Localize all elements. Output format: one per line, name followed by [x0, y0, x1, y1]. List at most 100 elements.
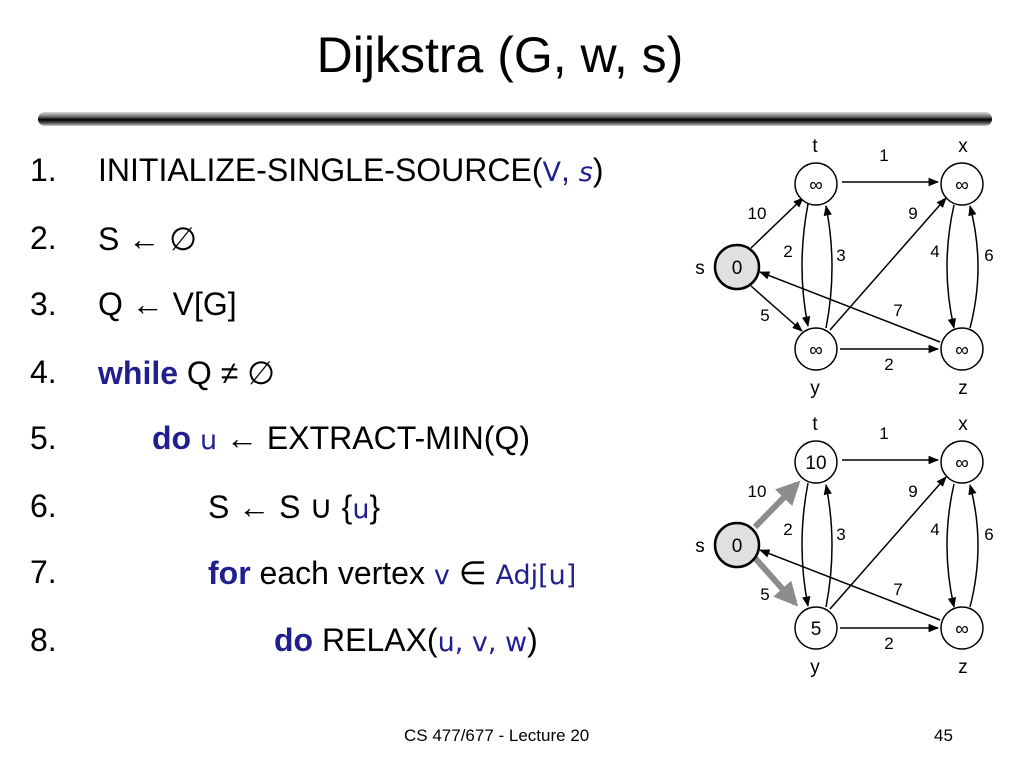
weight-label: 4	[930, 242, 939, 261]
node-z	[940, 327, 984, 371]
code-text: S ← S ∪ {u}	[208, 488, 380, 526]
code-text: INITIALIZE-SINGLE-SOURCE(V, s)	[98, 152, 604, 189]
code-var: v	[433, 560, 450, 591]
edge-s-t-highlighted	[752, 480, 801, 530]
code-fragment: ← EXTRACT-MIN(Q)	[217, 420, 530, 456]
edge-y-t	[823, 204, 833, 329]
node-t	[794, 162, 838, 206]
node-y-value: ∞	[809, 340, 823, 361]
code-fragment: S ← S ∪ {	[208, 489, 353, 525]
keyword-while: while	[98, 355, 179, 391]
node-s	[713, 243, 761, 291]
node-y-value: 5	[811, 619, 822, 640]
weight-label: 5	[760, 306, 769, 325]
keyword-do: do	[152, 420, 192, 456]
weight-label: 5	[760, 585, 769, 604]
node-z-value: ∞	[955, 340, 969, 361]
node-label-t: t	[812, 136, 818, 157]
code-fragment: Q ← V[G]	[98, 286, 237, 322]
node-x	[940, 440, 984, 484]
code-fragment: RELAX(	[313, 622, 438, 658]
code-fragment: ,	[560, 152, 579, 188]
edge-z-s	[759, 271, 941, 343]
keyword-for: for	[208, 555, 251, 591]
weight-label: 4	[930, 520, 939, 539]
edge-s-y	[750, 285, 803, 332]
weight-label: 2	[783, 520, 792, 539]
code-var: u, v, w	[437, 627, 528, 658]
code-fragment: ∈	[449, 555, 496, 591]
node-label-y: y	[810, 657, 820, 678]
node-label-x: x	[958, 414, 968, 435]
node-x	[940, 162, 984, 206]
edge-s-t	[750, 197, 804, 249]
weight-label: 2	[884, 355, 893, 374]
edge-s-y-highlighted	[752, 556, 799, 607]
keyword-do: do	[274, 622, 314, 658]
node-s-value: 0	[732, 258, 743, 279]
code-fragment: Q ≠ ∅	[178, 355, 276, 391]
edge-y-t	[823, 483, 833, 608]
code-fragment: INITIALIZE-SINGLE-SOURCE(	[98, 152, 543, 188]
line-number: 8.	[30, 622, 57, 658]
node-t-value: ∞	[809, 175, 823, 196]
edge-z-x	[968, 204, 979, 329]
weight-label: 6	[984, 246, 993, 265]
node-label-s: s	[695, 536, 705, 557]
weight-label: 6	[984, 525, 993, 544]
edge-t-y	[801, 482, 811, 608]
node-x-value: ∞	[955, 453, 969, 474]
weight-label: 7	[893, 301, 902, 320]
code-var: s	[578, 157, 593, 188]
title-divider	[38, 112, 992, 126]
node-z	[940, 606, 984, 650]
node-y	[794, 606, 838, 650]
weight-label: 10	[748, 482, 767, 501]
weight-label: 2	[884, 634, 893, 653]
node-t	[794, 440, 838, 484]
code-text: do RELAX(u, v, w)	[274, 622, 538, 659]
weight-label: 3	[836, 246, 845, 265]
graph-after-first-iteration: 1 10 9 2 3 4 6 5 7 2 10 ∞ 0 5 ∞ t x s y	[695, 414, 993, 678]
code-fragment: each vertex	[250, 555, 434, 591]
edge-y-x	[829, 476, 947, 610]
code-text: for each vertex v ∈ Adj[u]	[208, 554, 576, 592]
code-fragment: S ← ∅	[98, 221, 197, 257]
node-y	[794, 327, 838, 371]
edge-z-s	[759, 549, 941, 621]
code-fragment: }	[369, 489, 381, 525]
edge-y-x	[829, 197, 947, 331]
node-label-z: z	[958, 657, 968, 678]
weight-label: 1	[879, 146, 888, 165]
line-number: 2.	[30, 220, 57, 256]
slide-title: Dijkstra (G, w, s)	[316, 27, 684, 83]
code-var: V	[542, 157, 561, 188]
line-number: 1.	[30, 152, 57, 188]
weight-label: 9	[908, 204, 917, 223]
node-label-y: y	[810, 378, 820, 399]
edge-x-z	[946, 483, 957, 609]
code-var: u	[352, 494, 370, 525]
line-number: 5.	[30, 420, 57, 456]
code-var: Adj[u]	[495, 560, 577, 591]
graph-initial: 1 10 9 2 3 4 6 5 7 2 ∞ ∞ 0 ∞ ∞ t x s y	[695, 136, 993, 399]
node-s-value: 0	[732, 536, 743, 557]
code-text: do u ← EXTRACT-MIN(Q)	[152, 420, 530, 457]
weight-label: 9	[908, 482, 917, 501]
code-fragment: )	[527, 622, 538, 658]
weight-label: 1	[879, 424, 888, 443]
node-x-value: ∞	[955, 175, 969, 196]
code-text: while Q ≠ ∅	[98, 354, 275, 392]
weight-label: 3	[836, 525, 845, 544]
node-label-x: x	[958, 136, 968, 157]
node-label-z: z	[958, 378, 968, 399]
edge-t-y	[801, 203, 811, 328]
line-number: 3.	[30, 286, 57, 322]
node-label-t: t	[812, 414, 818, 435]
line-number: 7.	[30, 554, 57, 590]
weight-label: 10	[748, 204, 767, 223]
weight-label: 2	[783, 242, 792, 261]
footer-course: CS 477/677 - Lecture 20	[404, 726, 590, 745]
